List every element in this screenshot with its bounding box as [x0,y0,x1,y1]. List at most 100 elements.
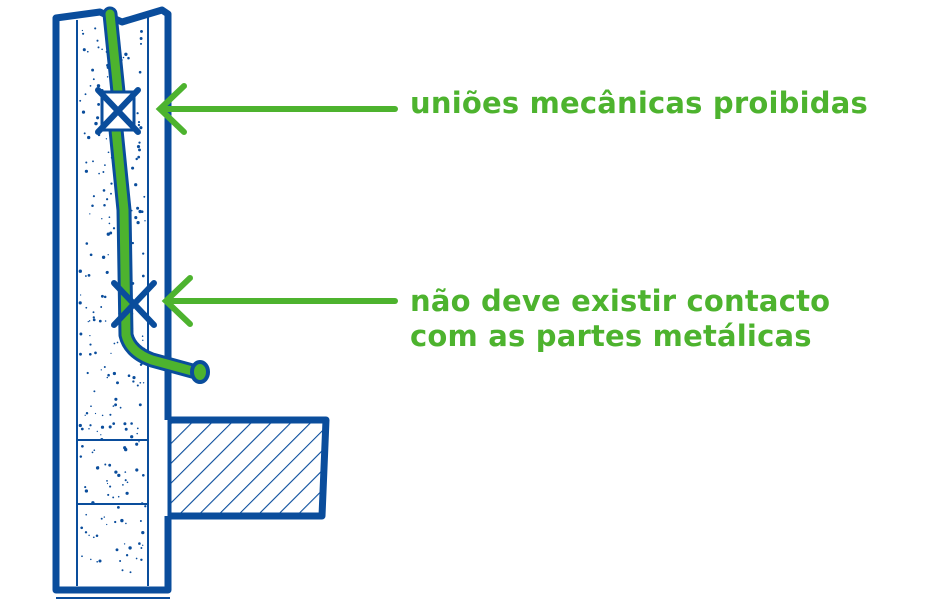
speckle [116,341,119,344]
speckle [108,425,112,429]
speckle [102,189,106,192]
speckle [124,52,128,56]
speckle [94,121,98,126]
speckle [84,275,87,277]
speckle [80,526,84,530]
speckle [135,442,139,446]
speckle [98,319,102,323]
speckle [116,381,119,385]
speckle [106,376,109,379]
speckle [136,384,139,387]
speckle [103,203,106,207]
speckle [142,339,144,342]
speckle [113,342,116,345]
speckle [141,473,145,477]
speckle [124,427,128,431]
speckle [142,252,145,255]
speckle [91,204,94,207]
speckle [135,557,138,560]
speckle [131,166,135,170]
speckle [81,444,84,448]
speckle [87,274,91,277]
speckle [93,390,96,393]
speckle [131,241,134,245]
speckle [92,160,94,163]
label-line-1: não deve existir contacto [410,284,831,318]
speckle [103,366,106,368]
speckle [79,455,83,458]
speckle [138,70,142,74]
speckle [114,403,118,407]
speckle [105,138,108,140]
speckle [115,548,119,552]
speckle [80,427,84,431]
speckle [103,516,106,518]
speckle [142,544,144,546]
speckle [143,195,146,198]
speckle [94,351,97,355]
speckle [136,145,141,149]
speckle [112,496,115,499]
speckle [89,213,91,215]
speckle [126,481,129,484]
speckle [120,518,124,523]
speckle [84,414,86,416]
speckle [132,380,135,383]
speckle [140,558,143,561]
speckle [139,42,143,45]
speckle [119,406,122,409]
speckle [137,121,141,124]
speckle [89,334,91,337]
speckle [78,423,82,428]
speckle [106,482,109,485]
speckle [141,335,144,337]
speckle [140,210,144,213]
speckle [135,468,139,472]
speckle [125,491,129,495]
speckle [85,306,88,309]
speckle [79,332,83,336]
speckle [103,295,107,299]
speckle [85,513,88,516]
speckle [79,352,82,356]
speckle [110,192,112,195]
label-line-2: com as partes metálicas [410,319,812,353]
speckle [136,206,140,210]
speckle [92,316,95,319]
speckle [108,463,112,467]
speckle [117,473,121,478]
speckle [83,49,86,52]
speckle [136,112,139,115]
speckle [81,29,84,32]
metal-slab [162,416,330,520]
speckle [110,182,113,185]
speckle [114,520,117,524]
speckle [138,141,141,144]
speckle [134,183,138,187]
speckle [94,27,97,30]
speckle [112,405,115,407]
speckle [114,397,118,401]
speckle [137,155,141,159]
speckle [100,294,104,298]
speckle [91,68,95,72]
speckle [86,50,89,53]
speckle [89,85,92,87]
speckle [79,294,82,296]
speckle [136,427,139,430]
speckle [94,412,97,415]
speckle [98,172,100,175]
speckle [107,373,110,377]
speckle [102,171,105,173]
speckle [137,123,141,127]
speckle [92,311,95,314]
speckle [98,559,102,563]
speckle [97,102,101,106]
speckle [119,560,122,562]
speckle [140,547,143,549]
speckle [108,222,111,225]
speckle [84,486,87,489]
speckle [109,231,113,235]
speckle [100,369,102,371]
